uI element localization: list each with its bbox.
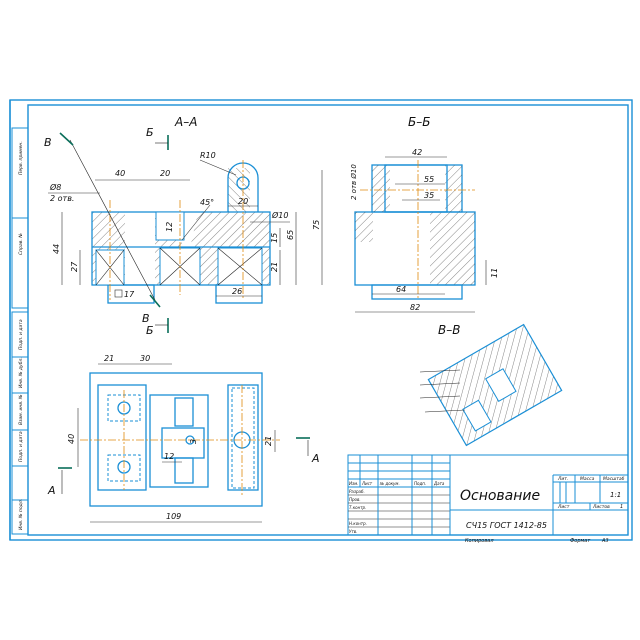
aa-label-b-top: Б [146, 126, 154, 139]
aa-dim-45: 45° [200, 198, 214, 207]
side-strip: Перв. примен. Справ. № Подп. и дата Инв.… [11, 127, 29, 535]
aa-dim-15: 15 [270, 233, 279, 243]
tb-massa: Масса [580, 476, 595, 482]
aa-dim-27: 27 [70, 261, 79, 272]
bb-dim-42: 42 [412, 148, 422, 157]
aa-label-v-top: В [44, 136, 52, 149]
aa-dim-20a: 20 [160, 169, 170, 178]
tb-title: Основание [460, 488, 540, 504]
bb-dim-82: 82 [410, 303, 420, 312]
aa-label-b-bot: Б [146, 324, 154, 337]
side-label-podp2: Подп. и дата [18, 431, 24, 462]
side-label-podp1: Подп. и дата [18, 319, 24, 350]
aa-dim-26: 26 [232, 287, 242, 296]
tb-row-podp: Подп. [414, 481, 426, 486]
tb-role-tkontr: Т.контр. [349, 505, 366, 510]
side-label-invdubl: Инв. № дубл. [18, 357, 24, 388]
aa-dim-44: 44 [52, 244, 61, 254]
plan-dim-21a: 21 [104, 354, 114, 363]
side-label-sprav: Справ. № [18, 233, 24, 255]
bb-dim-55: 55 [424, 175, 434, 184]
side-label-vzam: Взам. инв. № [18, 394, 24, 425]
plan-label-a-right: А [311, 452, 320, 465]
plan-label-a-left: А [47, 484, 56, 497]
tb-row-list: Лист [361, 481, 373, 486]
aa-dim-21: 21 [270, 262, 279, 272]
plan-dim-109: 109 [166, 512, 181, 521]
aa-dim-phi8: Ø8 [49, 182, 61, 192]
plan-dim-21b: 21 [264, 436, 273, 446]
plan-view: А А 21 30 40 3 21 12 109 [47, 354, 320, 523]
tb-format-value: A3 [601, 538, 609, 544]
side-label-invpodl: Инв. № подл. [18, 499, 24, 530]
tb-masshtab: Масштаб [603, 476, 625, 482]
section-aa: А–А В В Б Б [44, 115, 323, 337]
bb-dim-otv2phi10: 2 отв Ø10 [350, 164, 358, 200]
tb-role-prov: Пров. [349, 497, 361, 502]
tb-scale-value: 1:1 [610, 491, 621, 499]
aa-dim-17: 17 [124, 290, 135, 299]
title-block: Изм. Лист № докум. Подп. Дата Разраб. Пр… [347, 454, 629, 544]
bb-dim-64: 64 [396, 285, 406, 294]
section-vv-label: В–В [438, 323, 460, 337]
aa-dim-75: 75 [312, 220, 321, 230]
side-label-perv: Перв. примен. [18, 141, 24, 175]
aa-dim-65: 65 [286, 230, 295, 240]
bb-dim-35: 35 [424, 191, 434, 200]
plan-dim-12: 12 [164, 452, 174, 461]
aa-dim-40: 40 [115, 169, 125, 178]
aa-dim-phi10: Ø10 [271, 210, 288, 220]
section-bb: Б–Б 2 отв Ø10 42 55 35 11 64 82 [350, 115, 499, 313]
tb-role-nkontr: Н.контр. [349, 521, 367, 526]
tb-listov-value: 1 [620, 504, 623, 510]
sheet-frame [9, 99, 633, 541]
aa-dim-otv2: 2 отв. [50, 194, 74, 203]
plan-dim-40: 40 [67, 434, 76, 444]
tb-role-utv: Утв. [349, 529, 357, 534]
tb-copied: Копировал [465, 538, 494, 544]
section-bb-label: Б–Б [408, 115, 430, 129]
tb-row-izm: Изм. [349, 481, 358, 486]
section-aa-label: А–А [174, 115, 197, 129]
plan-dim-30: 30 [140, 354, 150, 363]
tb-material: СЧ15 ГОСТ 1412-85 [466, 521, 547, 530]
tb-lit: Лит. [557, 476, 568, 482]
tb-row-docum: № докум. [379, 481, 400, 486]
tb-listov: Листов [592, 504, 610, 510]
bb-dim-11: 11 [490, 268, 499, 278]
aa-dim-12: 12 [165, 222, 174, 232]
aa-dim-r10: R10 [200, 151, 216, 160]
tb-list: Лист [557, 504, 570, 510]
aa-label-v-bot: В [142, 312, 150, 325]
tb-row-data: Дата [433, 481, 445, 486]
aa-dim-20b: 20 [238, 197, 248, 206]
tb-format: Формат [570, 538, 591, 544]
section-vv: В–В [419, 323, 563, 447]
tb-role-razrab: Разраб. [349, 489, 365, 494]
plan-dim-3: 3 [189, 439, 198, 444]
